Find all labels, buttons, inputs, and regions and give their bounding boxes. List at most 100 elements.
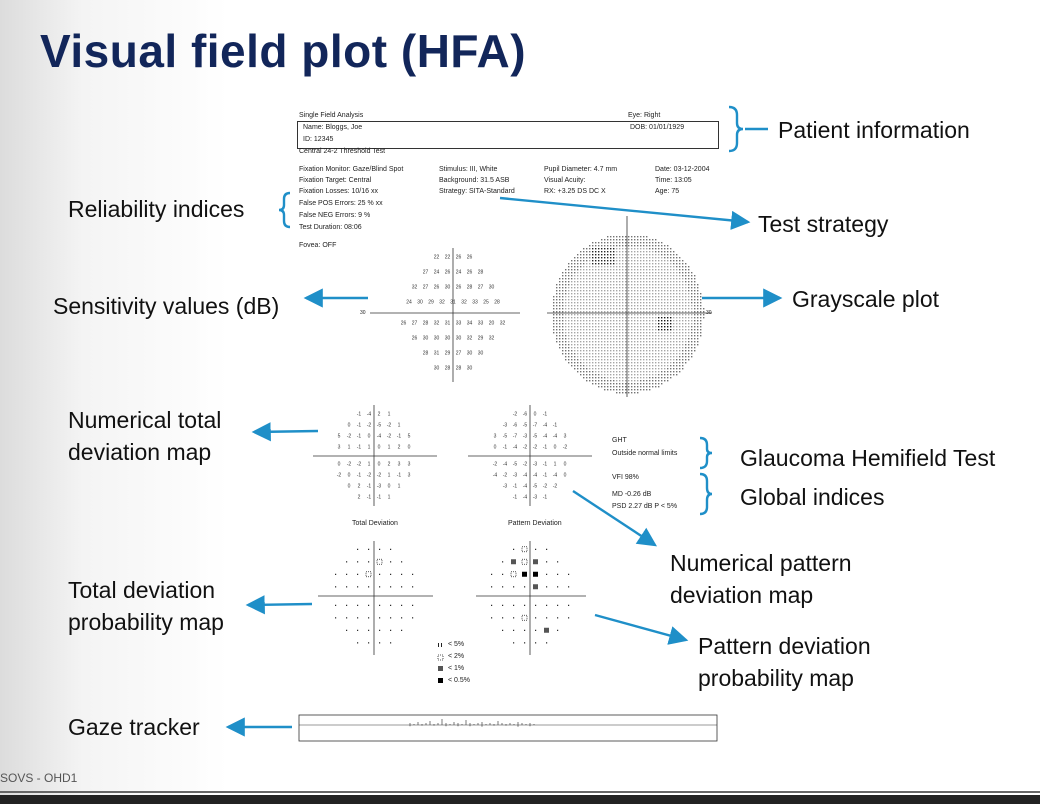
total-deviation-value: -3 [377, 484, 382, 490]
grayscale-dot [658, 263, 660, 265]
grayscale-dot [583, 341, 585, 343]
grayscale-dot [625, 317, 627, 319]
grayscale-dot [574, 332, 576, 334]
grayscale-dot [652, 257, 654, 259]
grayscale-dot [658, 257, 660, 259]
grayscale-dot [679, 347, 681, 349]
grayscale-dot [670, 353, 672, 355]
grayscale-dot [580, 293, 582, 295]
grayscale-dot [652, 242, 654, 244]
grayscale-dot [616, 248, 618, 250]
grayscale-dot [583, 332, 585, 334]
total-deviation-value: 3 [408, 473, 411, 479]
grayscale-dot [661, 251, 663, 253]
grayscale-dot [664, 269, 666, 271]
grayscale-dot [622, 389, 624, 391]
grayscale-dot [700, 302, 702, 304]
grayscale-dot [622, 245, 624, 247]
grayscale-dot [670, 371, 672, 373]
grayscale-dot [628, 347, 630, 349]
probability-dot [368, 548, 370, 550]
grayscale-dot [667, 299, 669, 301]
grayscale-dot [634, 296, 636, 298]
grayscale-dot [610, 353, 612, 355]
grayscale-dot [589, 278, 591, 280]
grayscale-dot [637, 272, 639, 274]
probability-dot [513, 604, 515, 606]
grayscale-dot [688, 311, 690, 313]
grayscale-dot [622, 347, 624, 349]
grayscale-dot [583, 323, 585, 325]
grayscale-dot [619, 299, 621, 301]
grayscale-dot [607, 305, 609, 307]
grayscale-dot [628, 293, 630, 295]
grayscale-dot [565, 350, 567, 352]
grayscale-dot [580, 329, 582, 331]
grayscale-dot [619, 329, 621, 331]
grayscale-dot [556, 308, 558, 310]
grayscale-dot [682, 314, 684, 316]
grayscale-dot [652, 350, 654, 352]
probability-dot [535, 617, 537, 619]
grayscale-dot [619, 287, 621, 289]
grayscale-dot [613, 236, 615, 238]
grayscale-dot [565, 353, 567, 355]
grayscale-dot [634, 242, 636, 244]
total-deviation-value: 5 [408, 434, 411, 440]
grayscale-dot [562, 278, 564, 280]
grayscale-dot [601, 344, 603, 346]
grayscale-dot [577, 290, 579, 292]
printout-col1-2: Fixation Losses: 10/16 xx [299, 188, 378, 195]
grayscale-dot [679, 263, 681, 265]
grayscale-dot [601, 245, 603, 247]
grayscale-dot [700, 320, 702, 322]
grayscale-dot [589, 269, 591, 271]
grayscale-dot [604, 350, 606, 352]
grayscale-dot [661, 260, 663, 262]
grayscale-dot [649, 260, 651, 262]
grayscale-dot [631, 260, 633, 262]
grayscale-dot [625, 284, 627, 286]
grayscale-dot [661, 296, 663, 298]
grayscale-dot [634, 299, 636, 301]
grayscale-dot [631, 245, 633, 247]
grayscale-dot [592, 254, 594, 256]
grayscale-dot [619, 293, 621, 295]
grayscale-dot [622, 383, 624, 385]
grayscale-dot [649, 356, 651, 358]
grayscale-dot [589, 332, 591, 334]
grayscale-dot [607, 278, 609, 280]
total-deviation-value: -1 [357, 434, 362, 440]
grayscale-dot [652, 386, 654, 388]
grayscale-dot [622, 377, 624, 379]
grayscale-dot [622, 260, 624, 262]
grayscale-dot [676, 350, 678, 352]
probability-dot [535, 642, 537, 644]
grayscale-dot [631, 341, 633, 343]
grayscale-dot [568, 353, 570, 355]
grayscale-dot [625, 365, 627, 367]
pattern-deviation-value: 3 [564, 434, 567, 440]
grayscale-dot [589, 371, 591, 373]
grayscale-dot [592, 362, 594, 364]
grayscale-dot [640, 311, 642, 313]
grayscale-dot [700, 332, 702, 334]
total-deviation-value: 1 [348, 445, 351, 451]
grayscale-dot [601, 377, 603, 379]
grayscale-dot [610, 383, 612, 385]
grayscale-dot [577, 293, 579, 295]
grayscale-dot [613, 371, 615, 373]
grayscale-dot [649, 323, 651, 325]
grayscale-dot [601, 278, 603, 280]
grayscale-dot [646, 374, 648, 376]
ght-value: Outside normal limits [612, 450, 678, 457]
grayscale-dot [691, 329, 693, 331]
grayscale-dot [691, 296, 693, 298]
grayscale-dot [571, 308, 573, 310]
grayscale-dot [658, 281, 660, 283]
grayscale-dot [652, 377, 654, 379]
grayscale-dot [640, 254, 642, 256]
grayscale-dot [592, 266, 594, 268]
grayscale-dot [604, 359, 606, 361]
grayscale-dot [679, 290, 681, 292]
